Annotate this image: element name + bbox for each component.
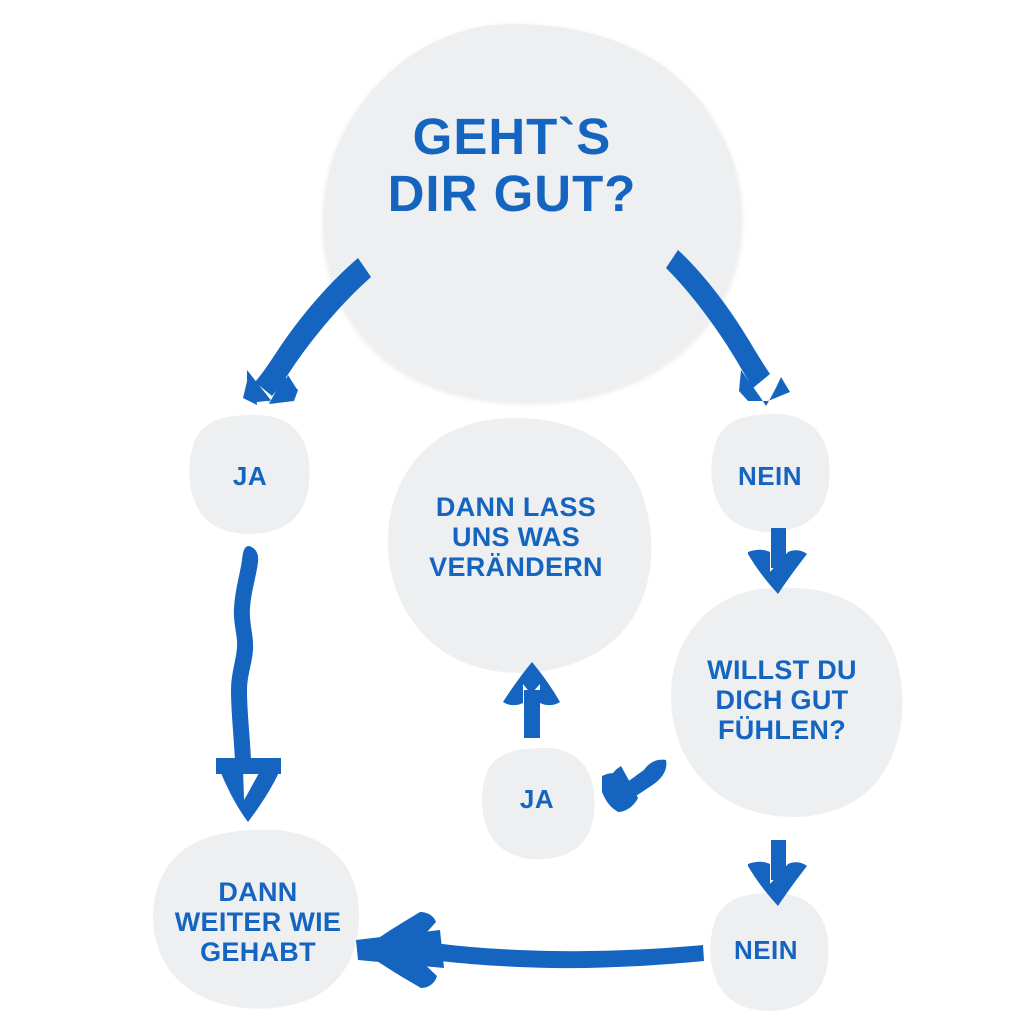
node-bubbles	[153, 24, 903, 1011]
arrow-root-to-ja	[243, 258, 371, 405]
arrow-root-to-nein	[666, 250, 790, 406]
arrow-willst-to-nein	[748, 840, 807, 906]
bubble-ja2[interactable]	[481, 747, 595, 860]
bubble-change[interactable]	[387, 418, 652, 673]
arrow-ja-to-change	[503, 662, 560, 738]
bubble-nein2[interactable]	[710, 892, 829, 1011]
arrow-nein-to-gehabt	[356, 912, 704, 988]
arrow-ja-to-gehabt	[216, 546, 281, 822]
bubble-ja1[interactable]	[189, 414, 310, 534]
arrow-nein-to-willst	[748, 528, 807, 594]
arrow-willst-to-ja	[602, 759, 667, 812]
bubble-root[interactable]	[323, 24, 742, 402]
flow-arrows	[216, 250, 807, 988]
bubble-gehabt[interactable]	[153, 829, 360, 1009]
bubble-nein1[interactable]	[711, 413, 830, 532]
bubble-willst[interactable]	[670, 587, 903, 818]
